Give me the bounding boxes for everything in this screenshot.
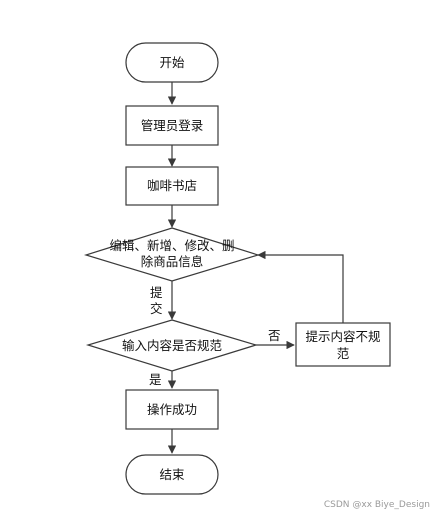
operation-success-process	[125, 389, 219, 430]
submit-edge-label-line1: 提	[150, 285, 163, 300]
prompt-invalid-label-line2: 范	[337, 346, 350, 361]
no-edge-label: 否	[268, 328, 281, 343]
start-label: 开始	[159, 55, 185, 70]
edit-product-decision	[83, 227, 261, 282]
check-valid-decision	[85, 319, 259, 372]
prompt-invalid-label-line1: 提示内容不规	[305, 329, 380, 344]
coffee-bookstore-process	[125, 166, 219, 206]
end-terminal	[125, 454, 219, 495]
check-valid-label: 输入内容是否规范	[122, 338, 222, 353]
prompt-invalid-process	[295, 322, 391, 367]
yes-edge-label: 是	[149, 372, 162, 387]
end-label: 结束	[159, 467, 185, 482]
watermark: CSDN @xx Biye_Design	[323, 500, 430, 510]
start-terminal	[125, 42, 219, 83]
submit-edge-label-line2: 交	[150, 301, 163, 316]
admin-login-process	[125, 105, 219, 146]
edge-prompt-back-to-edit	[257, 250, 344, 323]
admin-login-label: 管理员登录	[141, 118, 204, 133]
edit-product-label-line1: 编辑、新增、修改、删	[109, 238, 234, 253]
coffee-bookstore-label: 咖啡书店	[147, 178, 197, 193]
edit-product-label-line2: 除商品信息	[141, 254, 204, 269]
operation-success-label: 操作成功	[147, 402, 197, 417]
